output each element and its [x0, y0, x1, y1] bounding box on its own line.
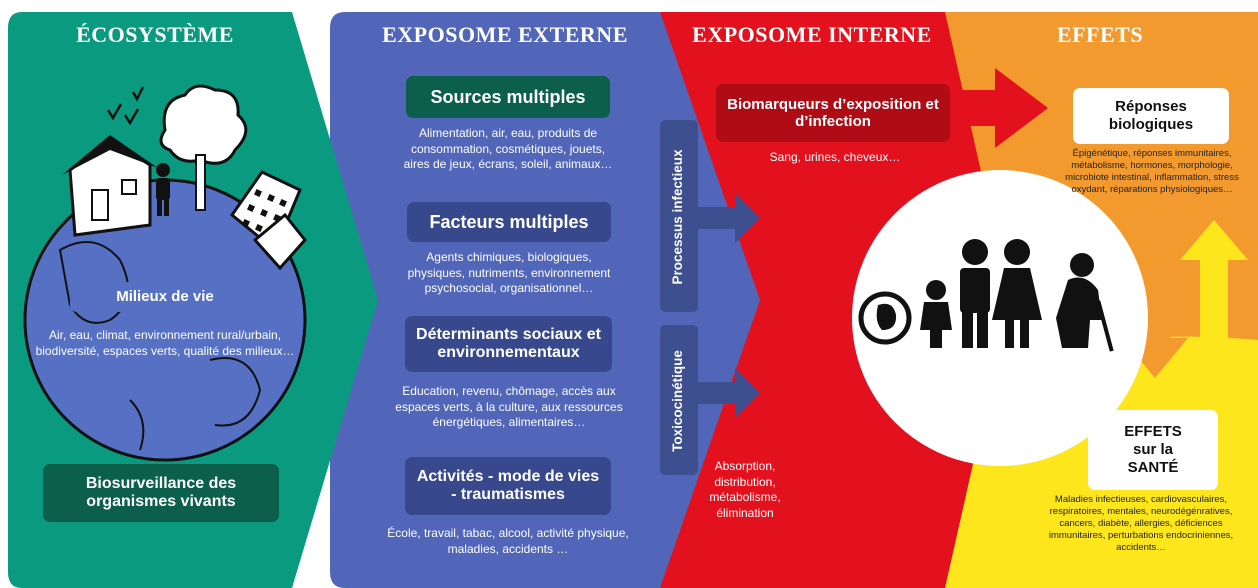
- biosurveillance-box: Biosurveillance des organismes vivants: [43, 464, 279, 522]
- milieux-desc: Air, eau, climat, environnement rural/ur…: [35, 328, 295, 358]
- determinants-box: Déterminants sociaux et environnementaux: [405, 316, 612, 372]
- arrow-reponses: [955, 68, 1048, 148]
- house-icon: [62, 135, 158, 237]
- child-icon: [920, 280, 952, 348]
- milieux-title: Milieux de vie: [70, 282, 260, 312]
- sources-desc: Alimentation, air, eau, produits de cons…: [403, 126, 613, 172]
- header-effects: EFFETS: [1056, 22, 1144, 47]
- arrow-toxico: [695, 368, 760, 418]
- header-external: EXPOSOME EXTERNE: [382, 22, 628, 47]
- absorption-desc: Absorption, distribution, métabolisme, é…: [709, 459, 781, 520]
- woman-icon: [992, 239, 1042, 348]
- sante-box: EFFETS sur la SANTÉ: [1088, 410, 1218, 490]
- sante-line3: SANTÉ: [1127, 459, 1179, 476]
- person-icon: [156, 163, 170, 216]
- birds-icon: [106, 86, 145, 126]
- biomarqueurs-desc: Sang, urines, cheveux…: [769, 150, 901, 164]
- sante-line1: EFFETS: [1124, 423, 1182, 440]
- toxico-bar: [660, 325, 698, 475]
- earth-icon: [23, 178, 307, 462]
- sante-desc: Maladies infectieuses, cardiovasculaires…: [1048, 494, 1234, 553]
- tree-icon: [159, 84, 248, 211]
- reponses-box: Réponses biologiques: [1073, 88, 1229, 144]
- processus-bar: [660, 120, 698, 312]
- facteurs-desc: Agents chimiques, biologiques, physiques…: [407, 250, 611, 296]
- fetus-icon: [858, 291, 912, 345]
- reponses-desc: Épigénétique, réponses immunitaires, mét…: [1065, 148, 1239, 195]
- man-icon: [960, 239, 990, 348]
- determinants-desc: Education, revenu, chômage, accès aux es…: [395, 384, 623, 430]
- internal-column: [640, 12, 1010, 588]
- biomarqueurs-box: Biomarqueurs d’exposition et d’infection: [716, 84, 950, 142]
- processus-label: Processus infectieux: [670, 149, 685, 285]
- elder-icon: [1056, 253, 1114, 352]
- arrow-up-yellow: [1180, 220, 1248, 415]
- activites-desc: École, travail, tabac, alcool, activité …: [387, 526, 629, 556]
- sources-box: Sources multiples: [406, 76, 610, 118]
- header-ecosystem: ÉCOSYSTÈME: [76, 22, 234, 47]
- header-internal: EXPOSOME INTERNE: [692, 22, 932, 47]
- activites-box: Activités - mode de vies - traumatismes: [405, 457, 611, 515]
- arrow-processus: [695, 193, 760, 243]
- sante-line2: sur la: [1132, 441, 1174, 458]
- building-icon: [229, 170, 307, 271]
- external-column: [330, 12, 760, 588]
- toxico-label: Toxicocinétique: [670, 350, 685, 452]
- facteurs-box: Facteurs multiples: [407, 202, 611, 242]
